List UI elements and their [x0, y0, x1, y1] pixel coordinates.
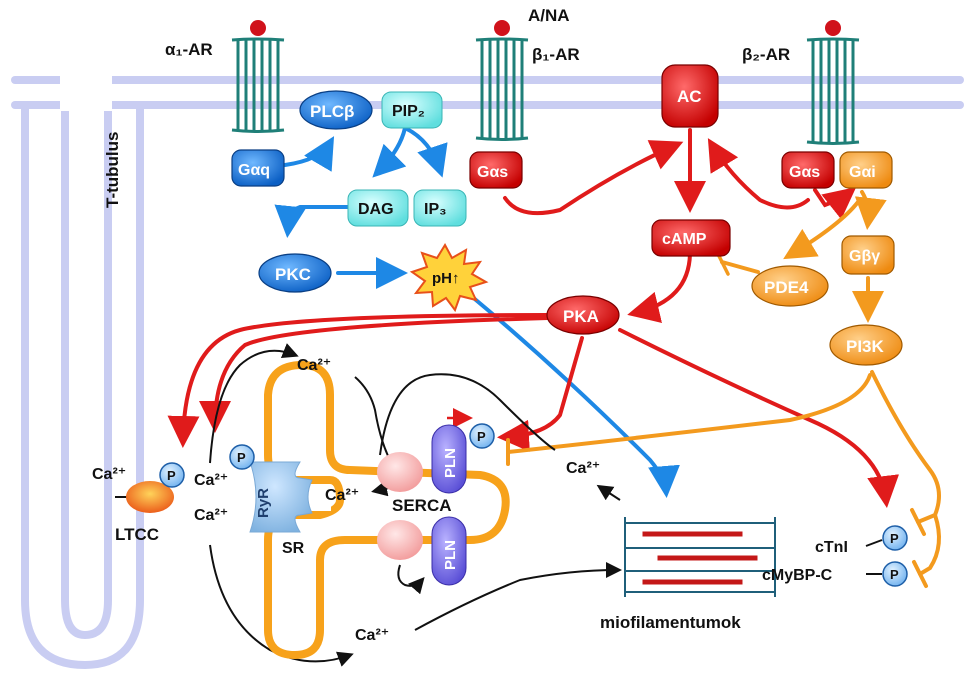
serca-pump-top [377, 452, 423, 492]
ttubule-opening [60, 75, 112, 111]
pka-label: PKA [563, 307, 599, 326]
cmybpc-phospho-badge [882, 561, 908, 587]
pi3k-label: PI3K [846, 337, 885, 356]
pka-node [546, 295, 620, 335]
camp-node [651, 219, 731, 257]
serca-label: SERCA [392, 496, 452, 515]
receptor-beta2-label: β₂-AR [742, 45, 790, 64]
ip3-label: IP₃ [424, 201, 447, 218]
galphai-label: Gαi [849, 164, 876, 181]
ca-label-sr-top: Ca²⁺ [297, 357, 331, 374]
gby-node [841, 235, 895, 275]
serca-pump-bottom [377, 520, 423, 560]
ctni-phospho-label: P [890, 531, 899, 546]
ltcc-phospho-badge [159, 462, 185, 488]
myofilaments [624, 517, 776, 597]
black-arrows [115, 343, 622, 667]
ryr-phospho-badge [229, 444, 255, 470]
pip2-label: PIP₂ [392, 103, 425, 120]
ph-burst [409, 242, 489, 313]
pln-phospho-badge [469, 423, 495, 449]
ac-label: AC [677, 87, 702, 106]
plcb-node [299, 90, 373, 130]
ca-label-ryr: Ca²⁺ [325, 487, 359, 504]
ip3-node [413, 189, 467, 227]
red-arrows [167, 128, 900, 508]
ctni-link [865, 539, 883, 547]
plcb-label: PLCβ [310, 102, 354, 121]
receptor-beta1 [475, 20, 529, 141]
ac-node [661, 64, 719, 128]
ctni-phospho-badge [882, 525, 908, 551]
receptor-beta1-label: β₁-AR [532, 45, 580, 64]
pip2-node [381, 91, 443, 129]
pln-bottom [431, 516, 467, 586]
sr-label: SR [282, 540, 305, 557]
ltcc-channel [126, 481, 174, 513]
ca-label-cytosol: Ca²⁺ [566, 460, 600, 477]
ttubulus-label: T-tubulus [103, 132, 122, 208]
galphaq-node [231, 149, 285, 187]
ltcc-phospho-label: P [167, 468, 176, 483]
pi3k-node [829, 324, 903, 366]
myofil-label: miofilamentumok [600, 613, 741, 632]
pln-top-label: PLN [442, 448, 459, 478]
galphas-beta1-node [469, 151, 523, 189]
blue-arrows [274, 126, 680, 498]
dag-label: DAG [358, 201, 394, 218]
receptor-alpha1 [231, 20, 285, 133]
ca-label-ltcc: Ca²⁺ [92, 466, 126, 483]
ryr-label: RyR [255, 488, 272, 518]
receptor-alpha1-label: α₁-AR [165, 40, 213, 59]
ltcc-label: LTCC [115, 525, 159, 544]
galphas-beta2-node [781, 151, 835, 189]
orange-arrows [506, 190, 941, 588]
receptor-beta2 [806, 20, 860, 145]
cmybpc-label: cMyBP-C [762, 567, 833, 584]
pde4-node [751, 265, 829, 307]
ca-label-cleft-1: Ca²⁺ [194, 472, 228, 489]
ryr-channel [249, 461, 313, 533]
gby-label: Gβγ [849, 248, 880, 265]
pkc-node [258, 253, 332, 293]
galphaq-label: Gαq [238, 162, 270, 179]
ca-label-bottom: Ca²⁺ [355, 627, 389, 644]
dag-node [347, 189, 409, 227]
galphas-beta2-label: Gαs [789, 164, 820, 181]
pln-bottom-label: PLN [442, 540, 459, 570]
pkc-label: PKC [275, 265, 311, 284]
pde4-label: PDE4 [764, 278, 809, 297]
galphai-node [839, 151, 893, 189]
ph-label: pH↑ [432, 270, 460, 287]
galphas-beta1-label: Gαs [477, 164, 508, 181]
ca-label-cleft-2: Ca²⁺ [194, 507, 228, 524]
camp-label: cAMP [662, 231, 707, 248]
pln-phospho-label: P [477, 429, 486, 444]
ryr-phospho-label: P [237, 450, 246, 465]
top-label: A/NA [528, 6, 570, 25]
cmybpc-phospho-label: P [890, 567, 899, 582]
pln-top [431, 424, 467, 494]
ctni-label: cTnI [815, 539, 848, 556]
